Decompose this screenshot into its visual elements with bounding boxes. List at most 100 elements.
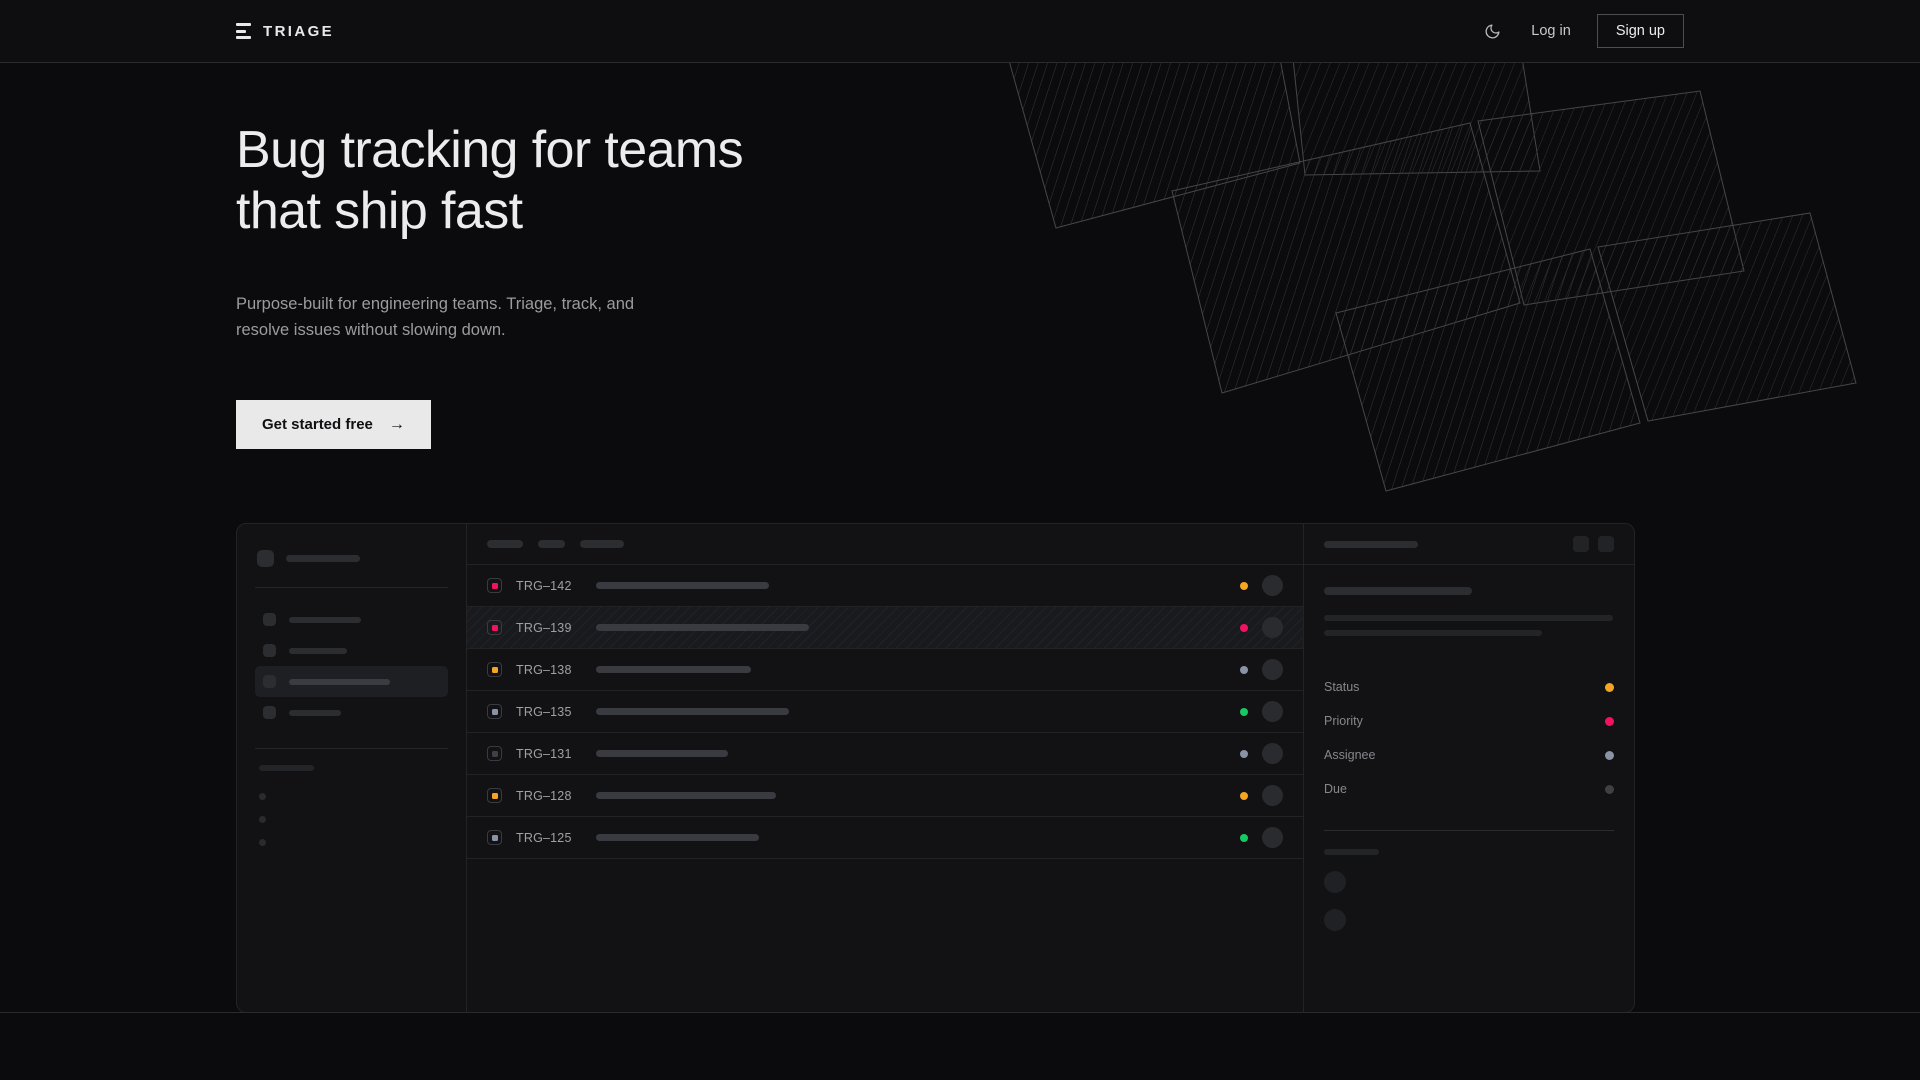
avatar [1262, 785, 1283, 806]
issue-row-meta [1224, 575, 1283, 596]
sidebar-mini-item[interactable] [255, 808, 448, 831]
sidebar-item-label-placeholder [289, 709, 341, 716]
detail-meta-label: Due [1324, 782, 1347, 796]
detail-meta-value-dot-icon [1605, 682, 1614, 692]
sidebar-nav-item-1[interactable] [255, 604, 448, 635]
cta-label: Get started free [262, 416, 373, 434]
sidebar-item-icon [263, 675, 276, 688]
moon-icon[interactable] [1479, 18, 1505, 44]
detail-activity-avatars [1324, 871, 1614, 931]
sidebar-nav [255, 604, 448, 728]
detail-breadcrumb-placeholder [1324, 540, 1418, 548]
stacked-bars-logo-icon [236, 23, 251, 39]
sidebar-mini-dot-icon [259, 816, 266, 823]
detail-meta-value-dot-icon [1605, 750, 1614, 760]
list-toolbar-control-placeholder[interactable] [487, 540, 523, 548]
sidebar-divider-bottom [255, 748, 448, 749]
issue-row[interactable]: TRG–125 [467, 817, 1303, 859]
issue-id: TRG–131 [516, 746, 572, 761]
sidebar-nav-item-3[interactable] [255, 666, 448, 697]
detail-title-bar [1324, 587, 1472, 595]
priority-indicator-icon [487, 704, 502, 719]
issue-row-meta [1224, 701, 1283, 722]
issue-id: TRG–128 [516, 788, 572, 803]
detail-header-buttons [1573, 536, 1614, 552]
detail-meta-value-dot-icon [1605, 784, 1614, 794]
issue-row[interactable]: TRG–135 [467, 691, 1303, 733]
issue-title-placeholder [596, 792, 776, 799]
workspace-switcher[interactable] [255, 546, 448, 567]
detail-meta-row-due[interactable]: Due [1324, 772, 1614, 806]
issue-row[interactable]: TRG–128 [467, 775, 1303, 817]
issue-row-meta [1224, 617, 1283, 638]
avatar [1262, 827, 1283, 848]
get-started-button[interactable]: Get started free → [236, 400, 431, 450]
status-dot-icon [1240, 623, 1248, 632]
detail-meta-row-status[interactable]: Status [1324, 670, 1614, 704]
issue-row[interactable]: TRG–131 [467, 733, 1303, 775]
list-toolbar-control-placeholder[interactable] [538, 540, 565, 548]
status-dot-icon [1240, 581, 1248, 590]
issue-row-meta [1224, 743, 1283, 764]
issue-row[interactable]: TRG–139 [467, 607, 1303, 649]
sidebar-nav-item-2[interactable] [255, 635, 448, 666]
sidebar-divider-top [255, 587, 448, 588]
sidebar-item-icon [263, 613, 276, 626]
issue-id: TRG–135 [516, 704, 572, 719]
sidebar-mini-dot-icon [259, 793, 266, 800]
signup-button[interactable]: Sign up [1596, 14, 1684, 48]
issue-title-placeholder [596, 708, 789, 715]
sidebar-nav-item-4[interactable] [255, 697, 448, 728]
priority-indicator-icon [487, 578, 502, 593]
detail-panel-header [1304, 524, 1634, 565]
issue-id: TRG–139 [516, 620, 572, 635]
sidebar-mini-dot-icon [259, 839, 266, 846]
sidebar-mini-item[interactable] [255, 785, 448, 808]
priority-indicator-icon [487, 830, 502, 845]
priority-indicator-icon [487, 620, 502, 635]
sidebar-section-label [259, 765, 444, 771]
workspace-name-placeholder [286, 555, 360, 562]
detail-meta-label: Status [1324, 680, 1360, 694]
issue-title-placeholder [596, 834, 759, 841]
issue-row-meta [1224, 827, 1283, 848]
issue-title-placeholder [596, 750, 728, 757]
brand-logo[interactable]: TRIAGE [236, 23, 334, 40]
issue-list-toolbar [467, 524, 1303, 565]
sidebar-mini-item[interactable] [255, 831, 448, 854]
sidebar-item-icon [263, 644, 276, 657]
arrow-right-icon: → [388, 415, 405, 433]
detail-meta-label: Priority [1324, 714, 1363, 728]
list-toolbar-control-placeholder[interactable] [580, 540, 624, 548]
issue-title-placeholder [596, 582, 769, 589]
detail-meta-row-assignee[interactable]: Assignee [1324, 738, 1614, 772]
issue-row-meta [1224, 659, 1283, 680]
detail-header-action-button[interactable] [1598, 536, 1614, 552]
avatar [1262, 701, 1283, 722]
status-dot-icon [1240, 791, 1248, 800]
sidebar-item-label-placeholder [289, 678, 390, 685]
sidebar-item-icon [263, 706, 276, 719]
avatar [1262, 575, 1283, 596]
detail-meta-row-priority[interactable]: Priority [1324, 704, 1614, 738]
issue-id: TRG–138 [516, 662, 572, 677]
detail-activity-label [1324, 849, 1379, 855]
status-dot-icon [1240, 665, 1248, 674]
workspace-avatar [257, 550, 274, 567]
login-link[interactable]: Log in [1531, 23, 1571, 39]
detail-header-action-button[interactable] [1573, 536, 1589, 552]
issue-row[interactable]: TRG–138 [467, 649, 1303, 691]
issue-id: TRG–142 [516, 578, 572, 593]
issue-row[interactable]: TRG–142 [467, 565, 1303, 607]
detail-title-placeholder [1324, 587, 1614, 595]
status-dot-icon [1240, 707, 1248, 716]
detail-text-lines [1324, 615, 1614, 636]
sidebar-mini-list [255, 785, 448, 854]
page-title: Bug tracking for teams that ship fast [236, 121, 744, 241]
priority-indicator-icon [487, 662, 502, 677]
detail-description-line [1324, 630, 1542, 636]
